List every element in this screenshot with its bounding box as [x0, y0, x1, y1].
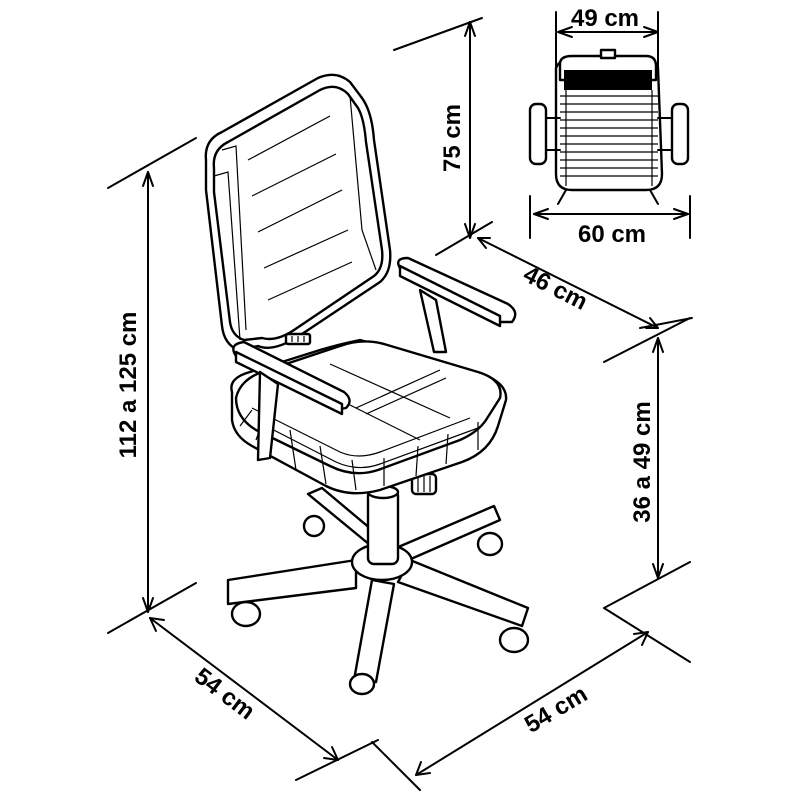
- label-top-view-width: 49 cm: [571, 5, 639, 32]
- office-chair-drawing: [204, 73, 530, 696]
- chair-top-view-drawing: [528, 48, 690, 205]
- label-backrest-height: 75 cm: [439, 104, 466, 172]
- dimension-lines: [107, 11, 693, 791]
- label-seat-height: 36 a 49 cm: [629, 401, 656, 522]
- label-seat-depth: 46 cm: [519, 261, 592, 316]
- label-top-view-armrest-width: 60 cm: [578, 221, 646, 248]
- label-total-height: 112 a 125 cm: [115, 312, 142, 459]
